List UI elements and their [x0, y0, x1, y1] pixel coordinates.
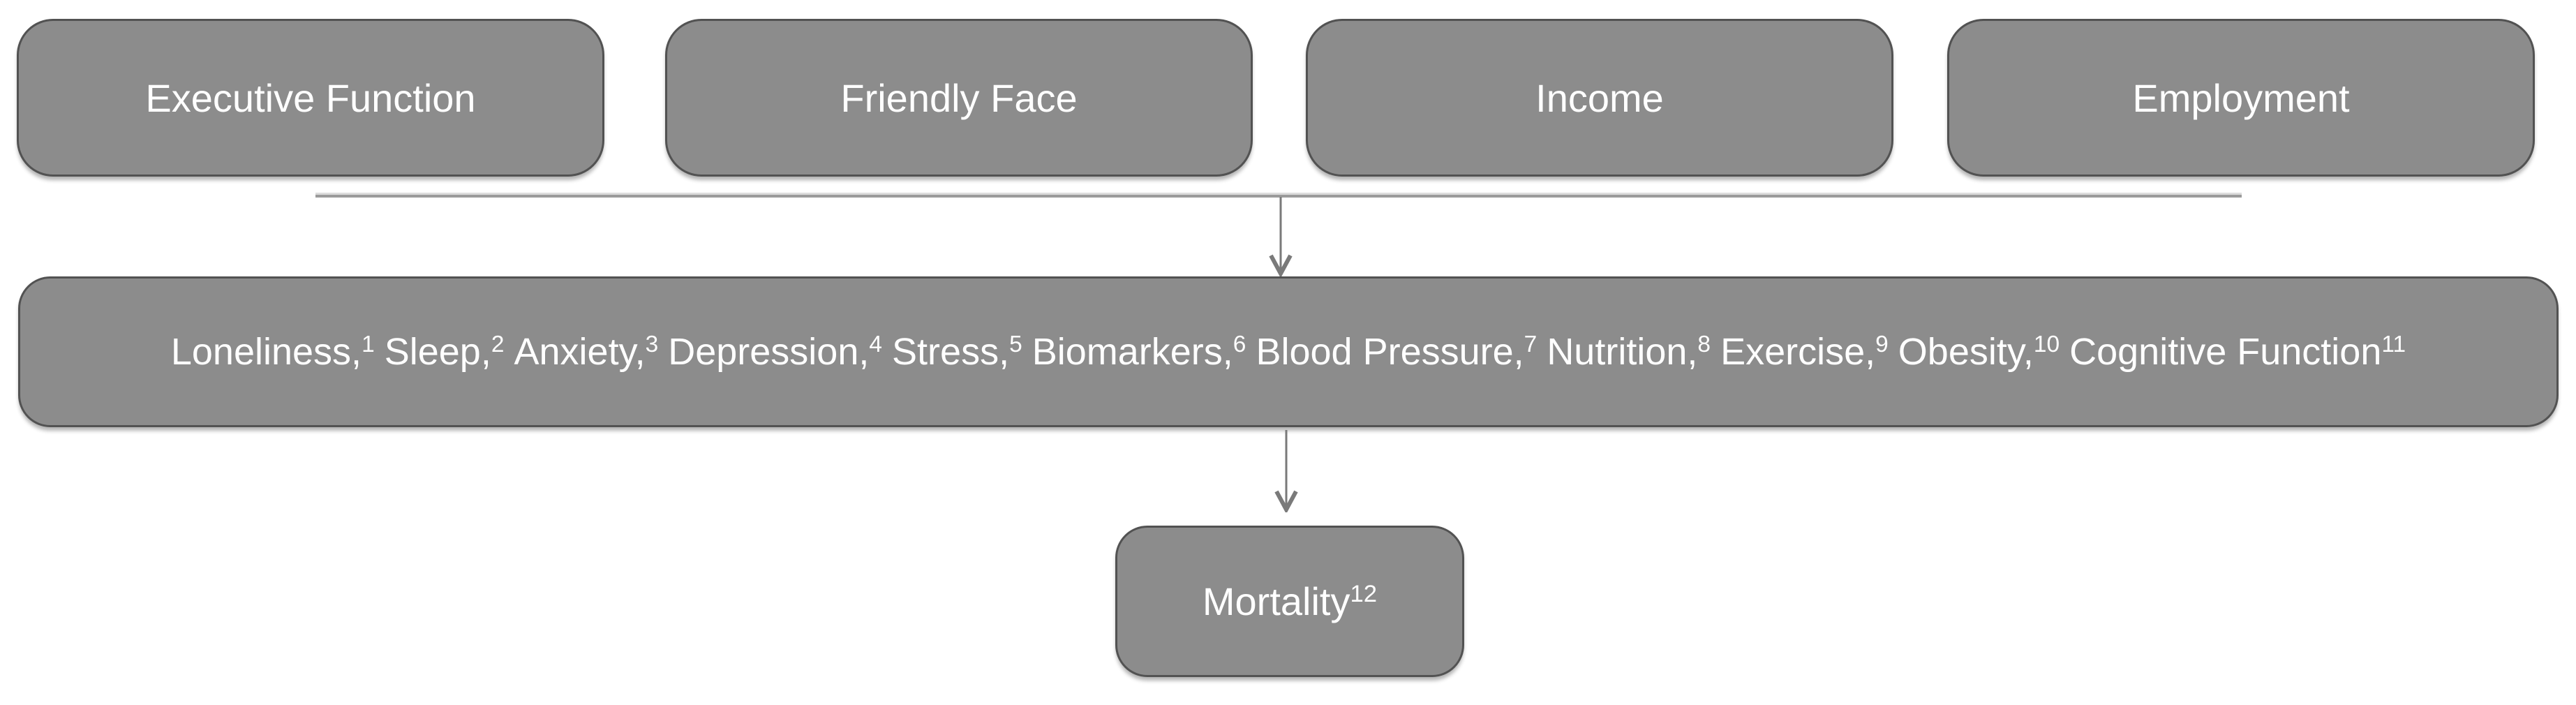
- mediator-item: Nutrition,8: [1547, 331, 1711, 373]
- mediator-item: Biomarkers,6: [1032, 331, 1246, 373]
- mediator-item: Blood Pressure,7: [1256, 331, 1538, 373]
- arrow-down-to-mediators-icon: [1269, 197, 1293, 276]
- mortality-box: Mortality12: [1115, 526, 1464, 677]
- mediator-item: Sleep,2: [384, 331, 505, 373]
- box-employment: Employment: [1947, 19, 2535, 177]
- mediator-item: Stress,5: [892, 331, 1022, 373]
- box-friendly-face-label: Friendly Face: [840, 75, 1078, 120]
- box-executive-function-label: Executive Function: [145, 75, 476, 120]
- arrow-down-to-mortality-icon: [1274, 430, 1298, 512]
- mediator-item: Cognitive Function11: [2069, 331, 2406, 373]
- box-executive-function: Executive Function: [17, 19, 604, 177]
- mediator-item: Depression,4: [668, 331, 882, 373]
- mediator-item: Loneliness,1: [170, 331, 375, 373]
- box-income-label: Income: [1535, 75, 1664, 120]
- box-income: Income: [1306, 19, 1893, 177]
- box-friendly-face: Friendly Face: [665, 19, 1253, 177]
- mortality-label-text: Mortality: [1202, 579, 1350, 623]
- mediator-item: Anxiety,3: [514, 331, 659, 373]
- mortality-superscript: 12: [1350, 580, 1378, 607]
- mediator-item: Exercise,9: [1720, 331, 1889, 373]
- box-employment-label: Employment: [2132, 75, 2350, 120]
- merge-connector-line: [315, 193, 2242, 198]
- mediator-item: Obesity,10: [1898, 331, 2060, 373]
- mortality-label: Mortality12: [1203, 579, 1377, 624]
